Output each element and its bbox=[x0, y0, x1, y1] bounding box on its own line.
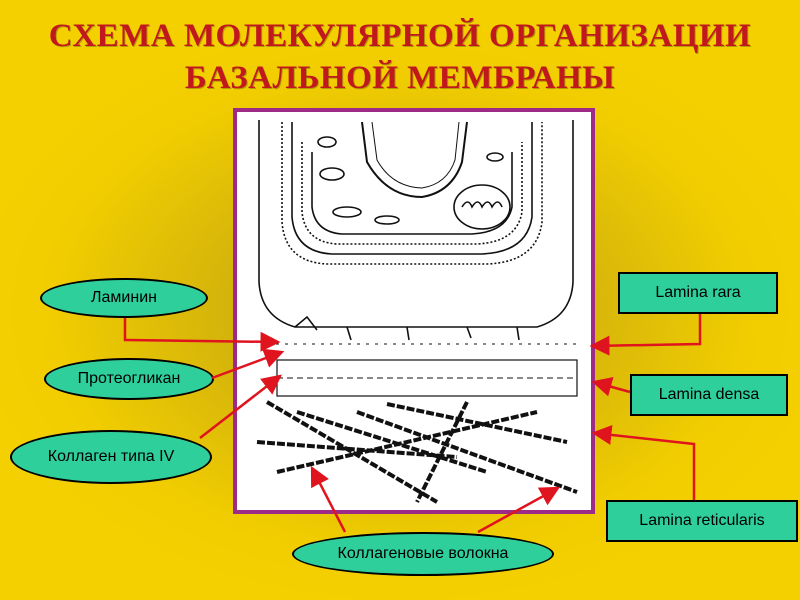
arrow-lamina-densa bbox=[591, 377, 631, 397]
lamina-rara-label: Lamina rara bbox=[618, 272, 778, 314]
title-line-1: СХЕМА МОЛЕКУЛЯРНОЙ ОРГАНИЗАЦИИ bbox=[48, 18, 752, 54]
arrow-collagen-iv bbox=[199, 374, 282, 439]
arrow-lamina-rara bbox=[589, 314, 702, 356]
arrow-lamina-reticularis bbox=[591, 424, 696, 500]
lamina-densa-label: Lamina densa bbox=[630, 374, 788, 416]
lamina-reticularis-label: Lamina reticularis bbox=[606, 500, 798, 542]
proteoglycan-label: Протеогликан bbox=[44, 358, 214, 400]
basement-membrane-illustration bbox=[256, 120, 578, 504]
diagram-frame bbox=[233, 108, 595, 514]
arrow-laminin bbox=[123, 318, 281, 352]
arrow-fibers-right bbox=[477, 486, 561, 534]
arrow-fibers-left bbox=[310, 465, 347, 533]
collagen-fibers-label: Коллагеновые волокна bbox=[292, 532, 554, 576]
title-line-2: БАЗАЛЬНОЙ МЕМБРАНЫ bbox=[184, 60, 616, 96]
arrow-proteoglycan bbox=[211, 348, 285, 380]
collagen-iv-label: Коллаген типа IV bbox=[10, 430, 212, 484]
laminin-label: Ламинин bbox=[40, 278, 208, 318]
